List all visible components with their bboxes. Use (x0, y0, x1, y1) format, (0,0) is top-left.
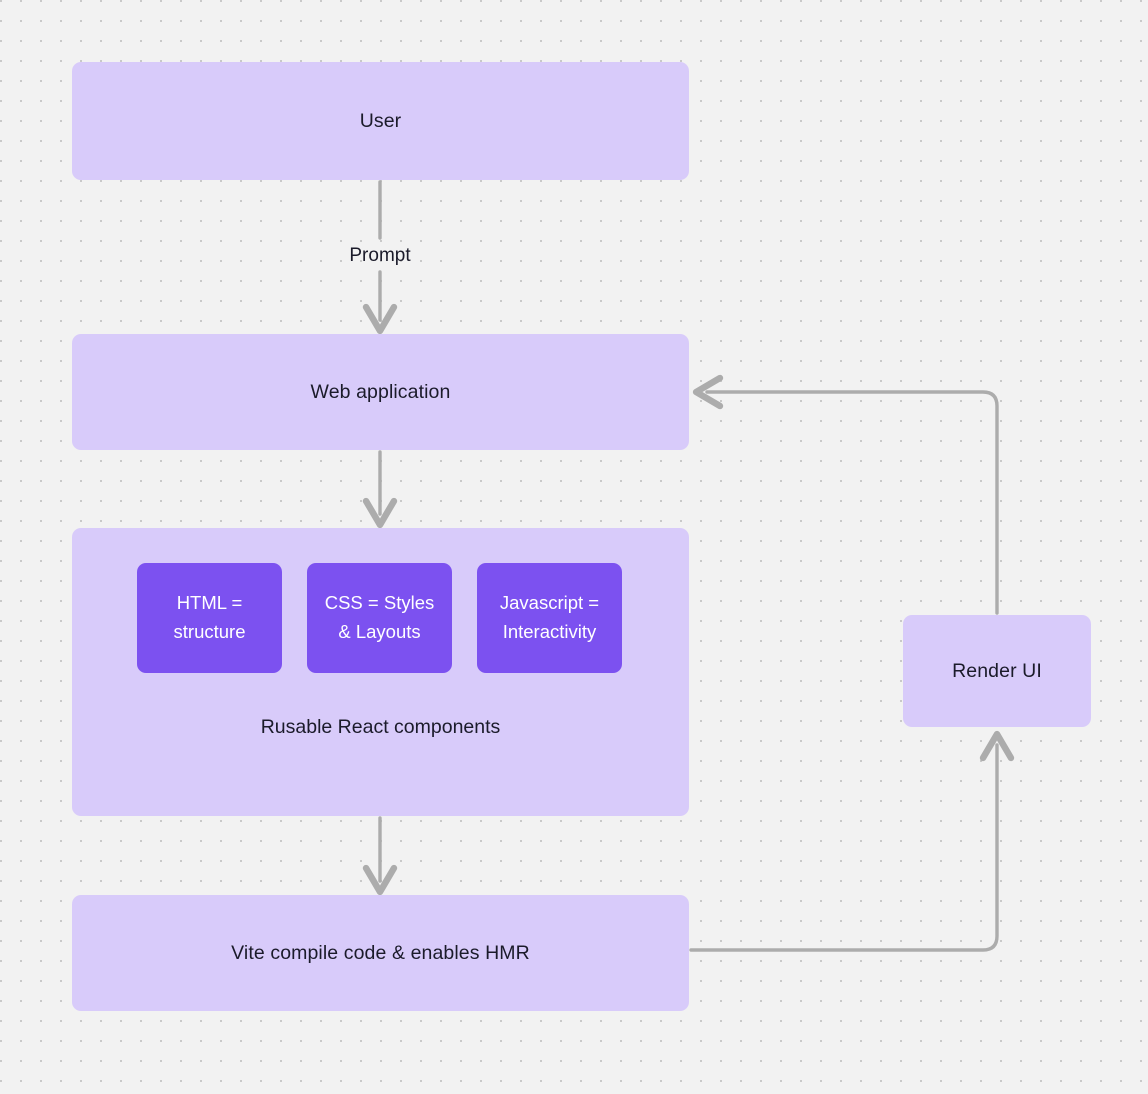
node-render-ui[interactable]: Render UI (903, 615, 1091, 727)
node-web-application[interactable]: Web application (72, 334, 689, 450)
node-vite[interactable]: Vite compile code & enables HMR (72, 895, 689, 1011)
edge-label-prompt: Prompt (349, 245, 411, 266)
subnode-javascript-line2: Interactivity (502, 621, 597, 642)
node-web-application-label: Web application (310, 380, 451, 403)
subnode-html-line2: structure (173, 621, 246, 642)
node-vite-label: Vite compile code & enables HMR (231, 941, 530, 964)
subnode-html-label: HTML = structure (174, 589, 246, 646)
subnode-javascript-line1: Javascript = (499, 592, 600, 614)
subnode-html[interactable]: HTML = structure (137, 563, 282, 673)
edge-vite-to-render (689, 730, 1015, 952)
node-react-components-caption: Rusable React components (260, 716, 501, 738)
node-user[interactable]: User (72, 62, 689, 180)
subnode-javascript-label: Javascript = Interactivity (500, 589, 599, 646)
subnode-css-line1: CSS = Styles (324, 592, 435, 614)
subnode-css-line2: & Layouts (338, 621, 421, 642)
node-react-components[interactable]: HTML = structure CSS = Styles & Layouts … (72, 528, 689, 816)
node-render-ui-label: Render UI (952, 659, 1042, 682)
node-user-label: User (359, 109, 402, 132)
subnode-css-label: CSS = Styles & Layouts (325, 589, 435, 646)
edge-render-to-webapp (692, 374, 999, 615)
subnode-row: HTML = structure CSS = Styles & Layouts … (137, 563, 624, 673)
subnode-javascript[interactable]: Javascript = Interactivity (477, 563, 622, 673)
subnode-html-line1: HTML = (176, 592, 243, 614)
subnode-css[interactable]: CSS = Styles & Layouts (307, 563, 452, 673)
